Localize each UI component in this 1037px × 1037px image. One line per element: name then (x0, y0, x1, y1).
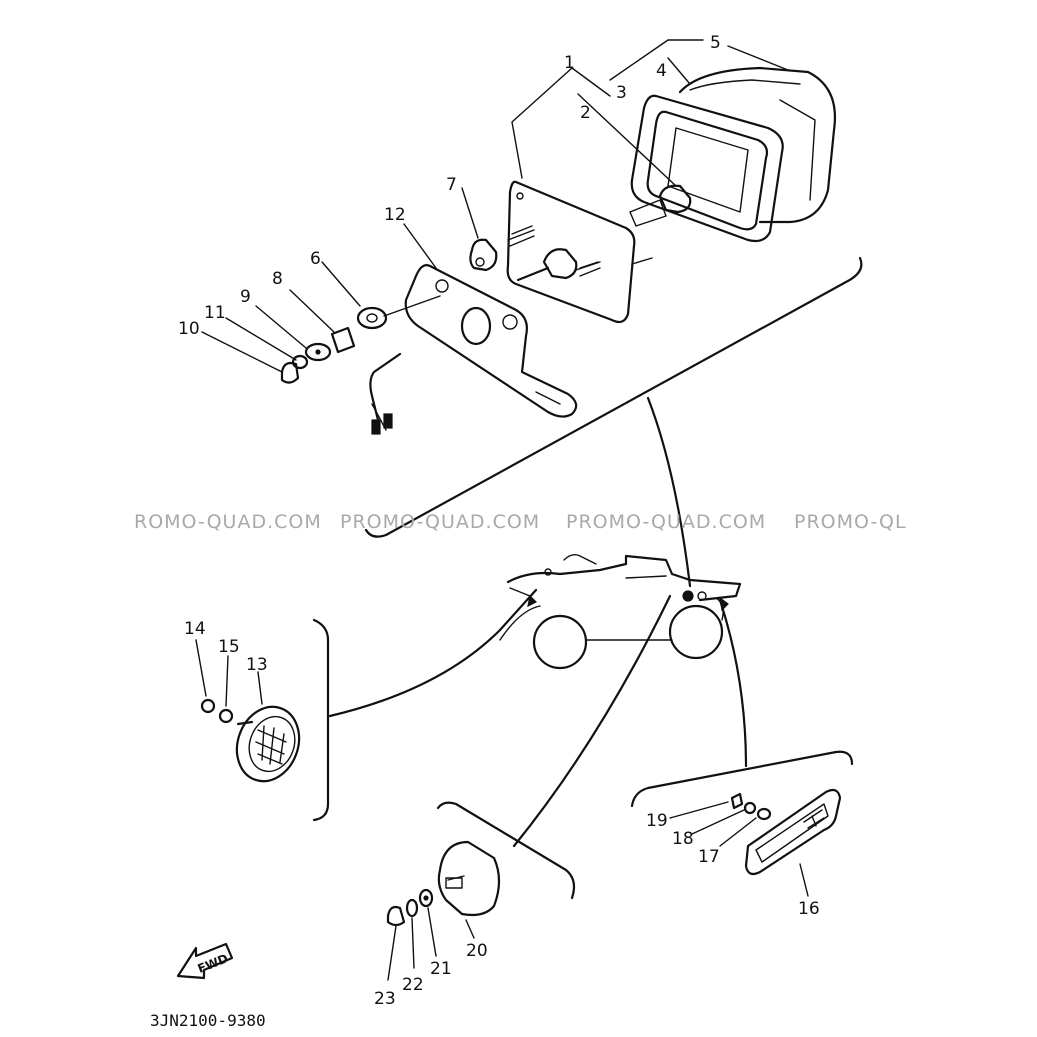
callout-3: 3 (616, 83, 627, 103)
callout-4: 4 (656, 61, 667, 81)
connection-lines (328, 396, 748, 848)
vehicle-silhouette (499, 553, 742, 670)
callout-21: 21 (430, 959, 452, 979)
rear-reflector-panel (386, 801, 576, 981)
fwd-arrow-icon: FWD (176, 942, 234, 980)
callout-6: 6 (310, 249, 321, 269)
callout-20: 20 (466, 941, 488, 961)
callout-17: 17 (698, 847, 720, 867)
watermark-2: PROMO-QUAD.COM (340, 511, 540, 533)
callout-14: 14 (184, 619, 206, 639)
tail-gasket (630, 94, 784, 243)
callout-19: 19 (646, 811, 668, 831)
tail-base-plate (506, 180, 653, 324)
callout-1-leaders (511, 39, 789, 187)
tail-lens-cover (678, 66, 836, 224)
side-reflector-right-panel (630, 750, 854, 897)
diagram-code: 3JN2100-9380 (150, 1011, 266, 1030)
callout-18: 18 (672, 829, 694, 849)
callout-1: 1 (564, 53, 575, 73)
callout-10: 10 (178, 319, 200, 339)
grommet (461, 187, 498, 272)
taillight-panel-border (364, 256, 863, 538)
watermark-1: ROMO-QUAD.COM (134, 511, 322, 533)
callout-9: 9 (240, 287, 251, 307)
callout-7: 7 (446, 175, 457, 195)
callout-12: 12 (384, 205, 406, 225)
fastener-stack (201, 261, 441, 384)
callout-5: 5 (710, 33, 721, 53)
callout-2: 2 (580, 103, 591, 123)
callout-11: 11 (204, 303, 226, 323)
side-reflector-panel (195, 618, 330, 822)
bulb (629, 184, 692, 227)
license-bracket (403, 223, 578, 418)
watermark-4: PROMO-QL (794, 511, 907, 533)
callout-16: 16 (798, 899, 820, 919)
callout-22: 22 (402, 975, 424, 995)
callout-13: 13 (246, 655, 268, 675)
watermark-3: PROMO-QUAD.COM (566, 511, 766, 533)
callout-8: 8 (272, 269, 283, 289)
callout-15: 15 (218, 637, 240, 657)
wire-lead (369, 352, 402, 435)
callout-23: 23 (374, 989, 396, 1009)
